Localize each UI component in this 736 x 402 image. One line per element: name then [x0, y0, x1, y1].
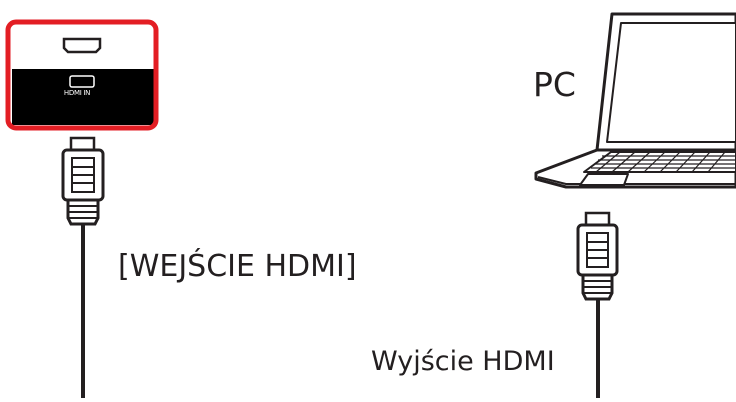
port-caption: HDMI IN	[63, 89, 91, 97]
hdmi-connector-icon	[69, 136, 96, 152]
pc-label: PC	[533, 65, 576, 104]
hdmi-out-label: Wyjście HDMI	[371, 346, 555, 377]
hdmi-port-icon	[62, 37, 102, 54]
hdmi-port-panel	[5, 19, 159, 131]
hdmi-port-small-icon	[69, 75, 95, 88]
laptop-icon	[534, 12, 736, 189]
hdmi-connector-right	[576, 211, 619, 398]
hdmi-connector-left	[61, 136, 105, 398]
hdmi-connector-icon	[584, 211, 611, 227]
touchpad	[579, 173, 629, 186]
highlight-border	[5, 19, 159, 131]
hdmi-in-label: [WEJŚCIE HDMI]	[118, 249, 357, 284]
